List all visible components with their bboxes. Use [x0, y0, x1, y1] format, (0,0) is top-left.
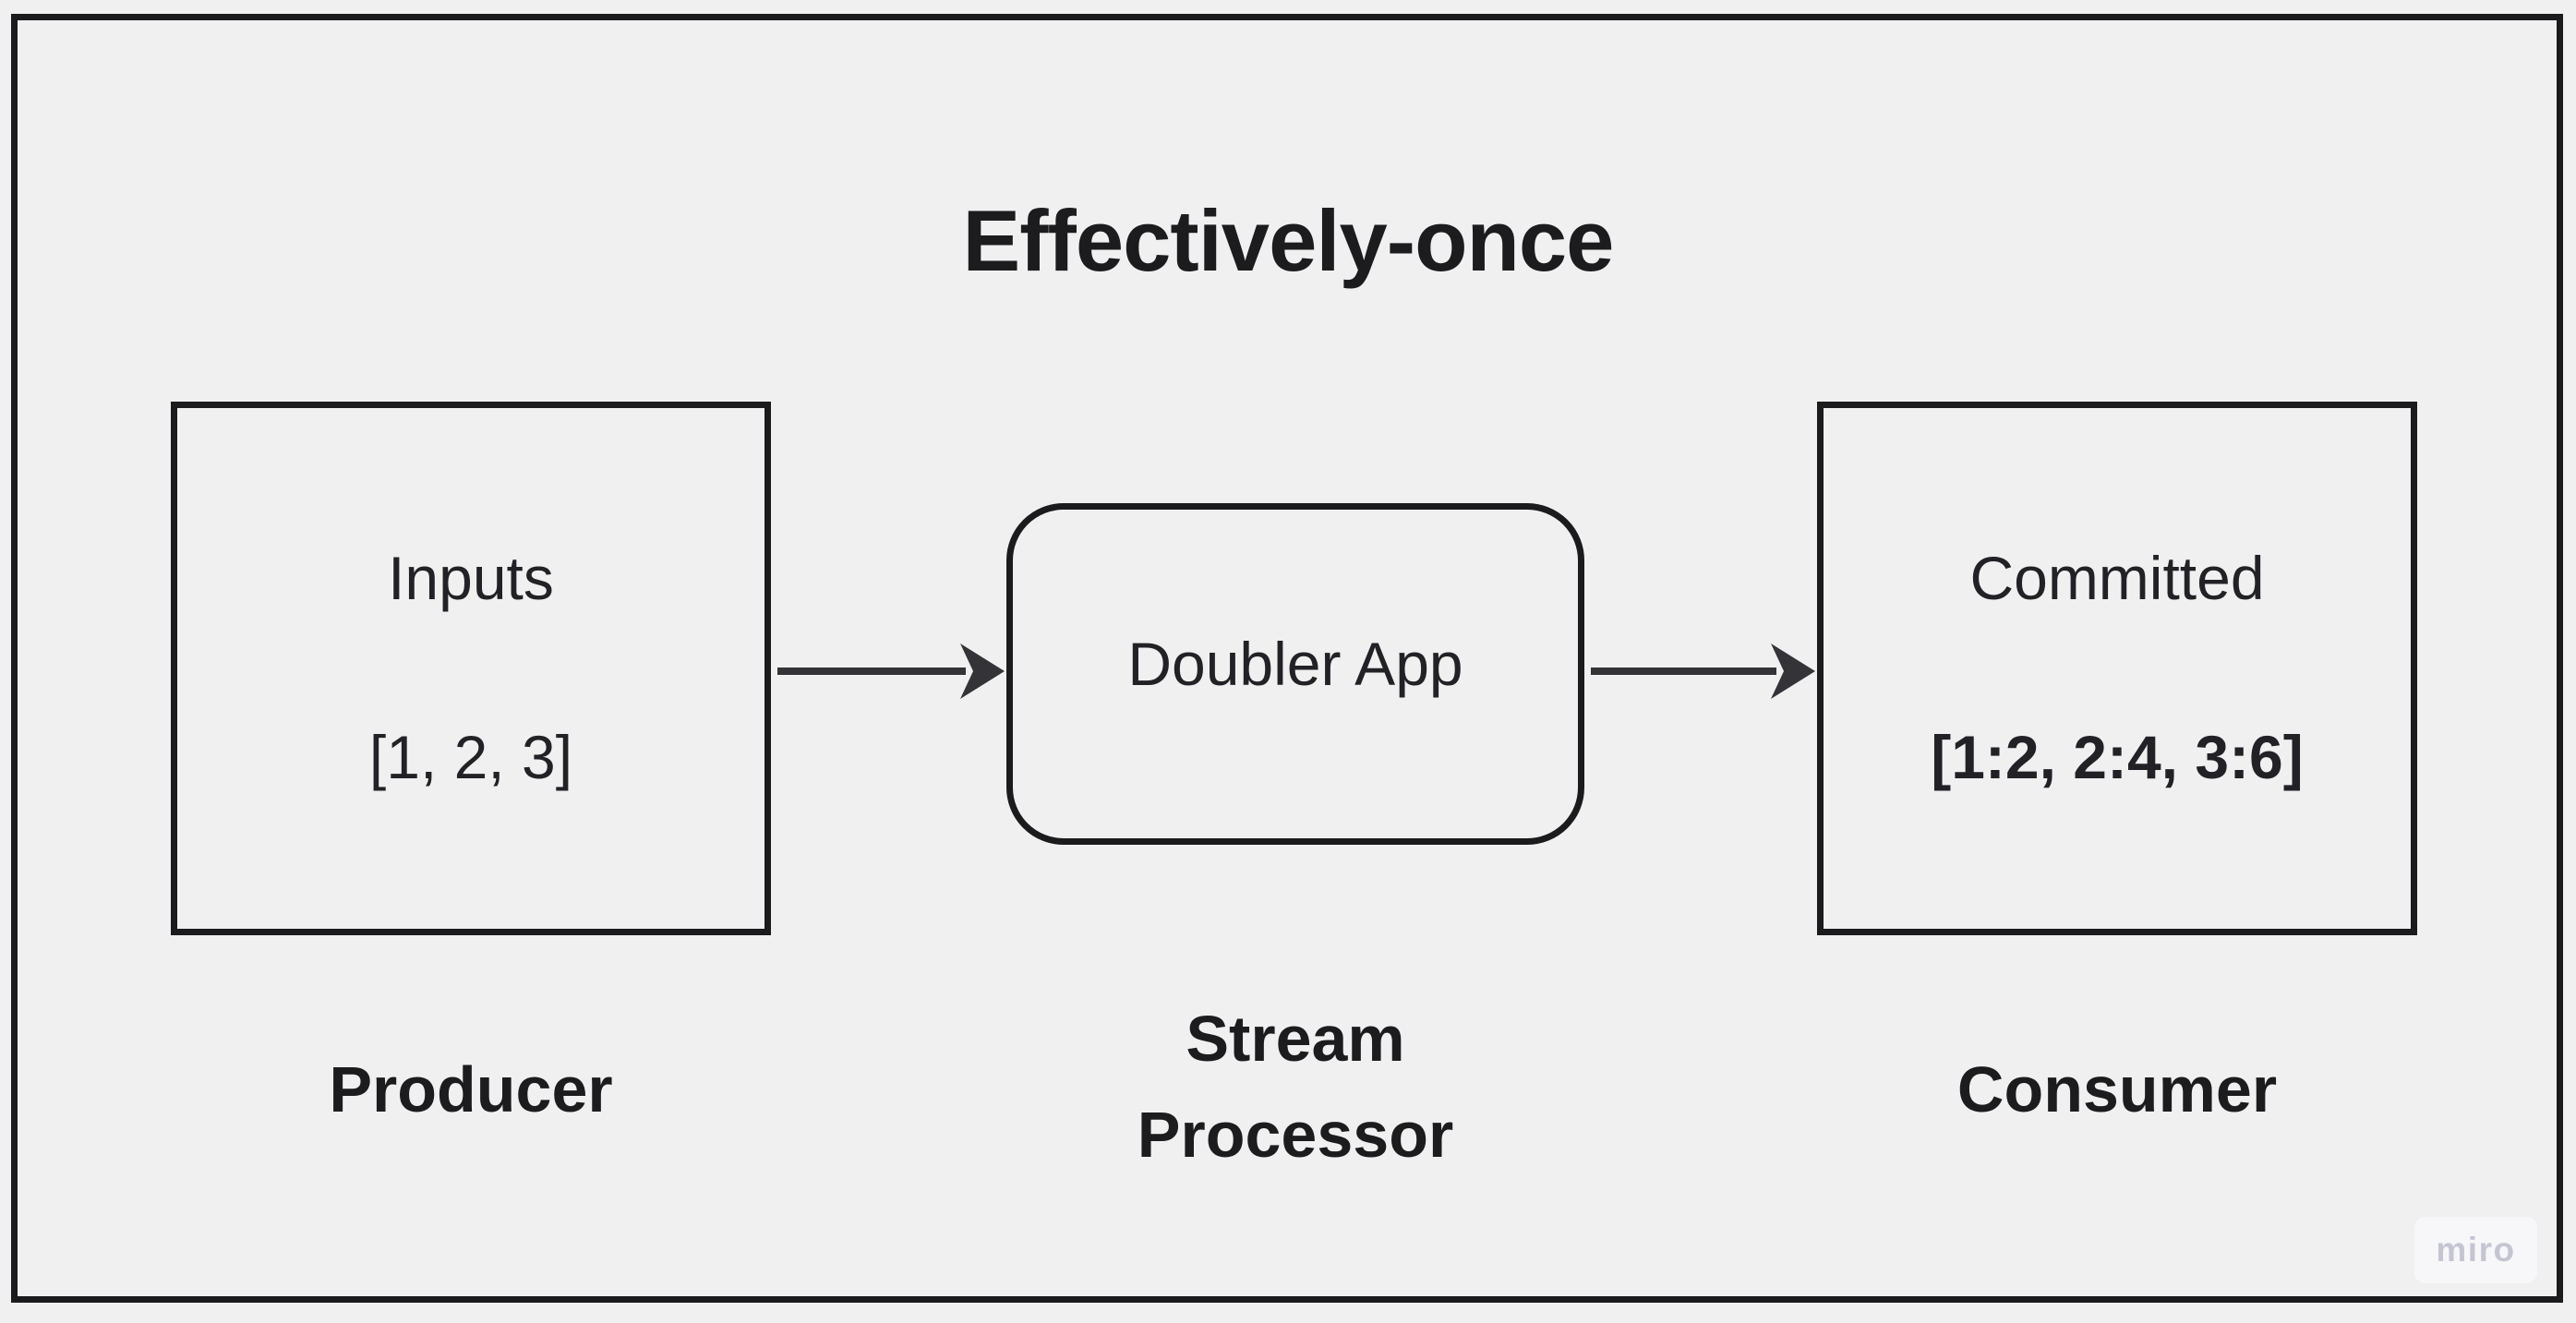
stream-processor-node[interactable]: Doubler App	[1006, 503, 1584, 845]
consumer-role-label[interactable]: Consumer	[1956, 1053, 2278, 1125]
arrowhead-right-icon	[1771, 643, 1815, 699]
producer-node-title: Inputs	[388, 544, 554, 612]
consumer-node-title: Committed	[1969, 544, 2265, 612]
arrowhead-right-icon	[960, 643, 1005, 699]
consumer-topic-node[interactable]: Committed [1:2, 2:4, 3:6]	[1817, 402, 2417, 935]
consumer-node-values: [1:2, 2:4, 3:6]	[1931, 723, 2304, 791]
producer-node-values: [1, 2, 3]	[368, 723, 573, 791]
diagram-outer-frame[interactable]	[11, 14, 2563, 1303]
diagram-title[interactable]: Effectively-once	[962, 192, 1615, 289]
miro-watermark[interactable]: miro	[2414, 1217, 2537, 1283]
stream-processor-role-label-line1: Stream	[1186, 1003, 1405, 1075]
producer-role-label[interactable]: Producer	[329, 1053, 613, 1125]
arrow-processor-to-consumer[interactable]	[1591, 643, 1815, 699]
stream-processor-role-label-line2: Processor	[1137, 1099, 1454, 1171]
arrow-producer-to-processor[interactable]	[777, 643, 1005, 699]
stream-processor-role-label[interactable]: Stream Processor	[1006, 991, 1584, 1183]
producer-topic-node[interactable]: Inputs [1, 2, 3]	[171, 402, 771, 935]
stream-processor-node-title: Doubler App	[1127, 630, 1463, 698]
